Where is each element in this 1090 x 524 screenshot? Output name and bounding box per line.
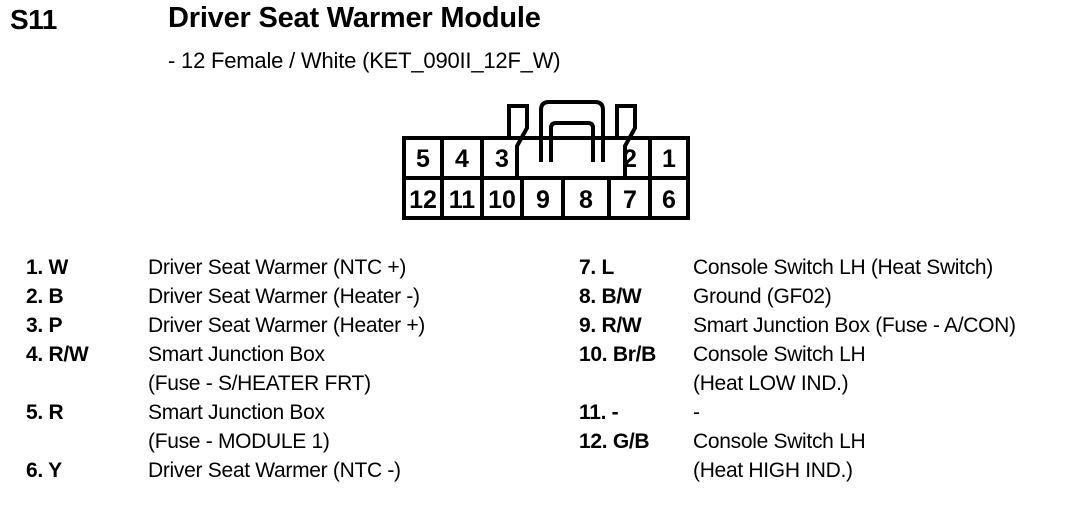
latch-post-right xyxy=(615,104,637,178)
cavity-number-12: 12 xyxy=(409,186,437,214)
pin-label: 4. R/W xyxy=(26,343,89,366)
pin-description-continued: (Fuse - MODULE 1) xyxy=(148,430,330,453)
latch-tab xyxy=(549,121,595,162)
cavity-number-10: 10 xyxy=(488,186,516,214)
page-title: Driver Seat Warmer Module xyxy=(168,2,541,34)
pin-row: 8. B/W Ground (GF02) xyxy=(565,285,1090,314)
pin-row: 11. - - xyxy=(565,401,1090,430)
pin-description-continued: (Fuse - S/HEATER FRT) xyxy=(148,372,371,395)
pin-row: 7. L Console Switch LH (Heat Switch) xyxy=(565,256,1090,285)
header-subtitle: - 12 Female / White (KET_090II_12F_W) xyxy=(168,48,561,73)
header-code: S11 xyxy=(10,4,57,35)
pin-row: 10. Br/B Console Switch LH xyxy=(565,343,1090,372)
pin-label: 8. B/W xyxy=(579,285,642,308)
pin-description: Driver Seat Warmer (Heater +) xyxy=(148,314,425,337)
pin-label: 11. - xyxy=(579,401,619,424)
pin-description-continued: (Heat LOW IND.) xyxy=(693,372,849,395)
pin-label: 3. P xyxy=(26,314,63,337)
pin-label: 9. R/W xyxy=(579,314,642,337)
cavity-number-2: 2 xyxy=(623,145,637,173)
cavity-number-3: 3 xyxy=(495,145,509,173)
cavity-number-5: 5 xyxy=(416,145,430,173)
pin-description: Console Switch LH xyxy=(693,343,866,366)
pin-label: 10. Br/B xyxy=(579,343,656,366)
pin-description: Smart Junction Box xyxy=(148,401,325,424)
cavity-number-11: 11 xyxy=(449,186,476,214)
pin-description: Console Switch LH (Heat Switch) xyxy=(693,256,993,279)
pin-row: 1. W Driver Seat Warmer (NTC +) xyxy=(0,256,560,285)
latch-post-left xyxy=(507,104,529,178)
pin-label: 7. L xyxy=(579,256,614,279)
pin-list-right: 7. L Console Switch LH (Heat Switch) 8. … xyxy=(565,256,1090,488)
cavity-number-9: 9 xyxy=(536,186,550,214)
pin-description: Ground (GF02) xyxy=(693,285,832,308)
pin-description: Driver Seat Warmer (NTC +) xyxy=(148,256,407,279)
pin-row: 12. G/B Console Switch LH xyxy=(565,430,1090,459)
pin-description: Driver Seat Warmer (Heater -) xyxy=(148,285,420,308)
pin-row-continuation: (Fuse - MODULE 1) xyxy=(0,430,560,459)
pin-description: Driver Seat Warmer (NTC -) xyxy=(148,459,401,482)
pin-description-continued: (Heat HIGH IND.) xyxy=(693,459,853,482)
pin-row-continuation: (Heat LOW IND.) xyxy=(565,372,1090,401)
pin-list-left: 1. W Driver Seat Warmer (NTC +) 2. B Dri… xyxy=(0,256,560,488)
pin-row-continuation: (Fuse - S/HEATER FRT) xyxy=(0,372,560,401)
pin-row-continuation: (Heat HIGH IND.) xyxy=(565,459,1090,488)
pin-label: 1. W xyxy=(26,256,68,279)
cavity-number-8: 8 xyxy=(579,186,593,214)
pin-row: 5. R Smart Junction Box xyxy=(0,401,560,430)
pin-row: 2. B Driver Seat Warmer (Heater -) xyxy=(0,285,560,314)
pin-row: 6. Y Driver Seat Warmer (NTC -) xyxy=(0,459,560,488)
pin-row: 4. R/W Smart Junction Box xyxy=(0,343,560,372)
pin-description: Console Switch LH xyxy=(693,430,866,453)
cavity-number-1: 1 xyxy=(662,145,676,173)
latch-arch xyxy=(539,100,605,162)
cavity-number-4: 4 xyxy=(455,145,469,173)
cavity-number-7: 7 xyxy=(623,186,637,214)
pin-description: Smart Junction Box xyxy=(148,343,325,366)
pin-row: 3. P Driver Seat Warmer (Heater +) xyxy=(0,314,560,343)
pin-label: 2. B xyxy=(26,285,64,308)
pin-label: 6. Y xyxy=(26,459,62,482)
pin-row: 9. R/W Smart Junction Box (Fuse - A/CON) xyxy=(565,314,1090,343)
pin-label: 12. G/B xyxy=(579,430,650,453)
cavity-number-6: 6 xyxy=(662,186,676,214)
pin-label: 5. R xyxy=(26,401,64,424)
pin-description: - xyxy=(693,401,700,424)
pin-description: Smart Junction Box (Fuse - A/CON) xyxy=(693,314,1016,337)
connector-diagram: 5 4 3 2 1 12 11 10 9 8 7 6 xyxy=(396,98,696,223)
